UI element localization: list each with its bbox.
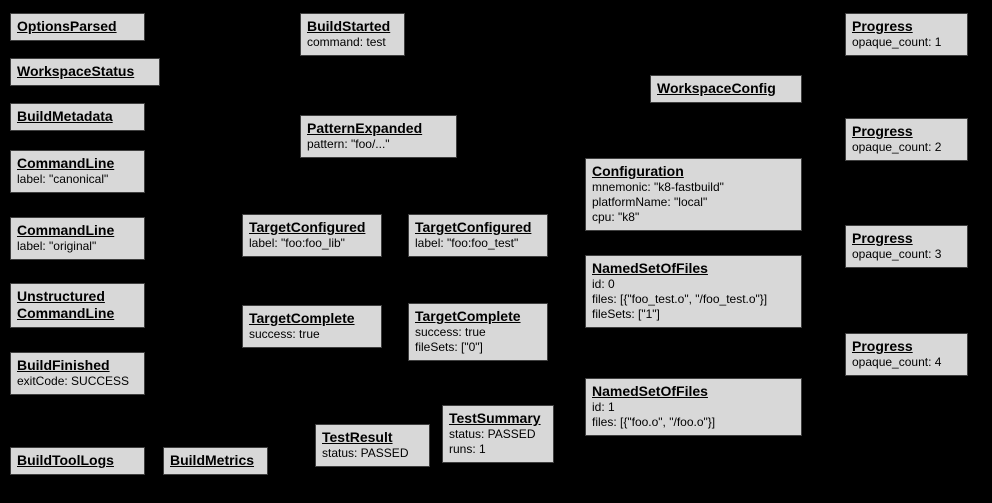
- event-detail: label: "original": [17, 239, 97, 253]
- event-title: BuildToolLogs: [17, 452, 114, 468]
- build-metadata: BuildMetadata: [10, 103, 145, 131]
- event-title: CommandLine: [17, 222, 115, 238]
- event-title: BuildStarted: [307, 18, 391, 34]
- event-detail: files: [{"foo_test.o", "/foo_test.o"}]: [592, 292, 768, 306]
- event-title: NamedSetOfFiles: [592, 383, 708, 399]
- event-detail: exitCode: SUCCESS: [17, 374, 130, 388]
- build-tool-logs: BuildToolLogs: [10, 447, 145, 475]
- event-detail: opaque_count: 2: [852, 140, 942, 154]
- event-title: WorkspaceStatus: [17, 63, 135, 79]
- event-detail: opaque_count: 4: [852, 355, 942, 369]
- event-title: TargetComplete: [249, 310, 355, 326]
- event-title: CommandLine: [17, 305, 115, 321]
- event-title: TargetConfigured: [249, 219, 366, 235]
- event-title: TargetConfigured: [415, 219, 532, 235]
- event-title: BuildFinished: [17, 357, 110, 373]
- event-detail: platformName: "local": [592, 195, 708, 209]
- event-detail: label: "canonical": [17, 172, 109, 186]
- event-detail: id: 1: [592, 400, 615, 414]
- event-detail: opaque_count: 1: [852, 35, 942, 49]
- event-title: Unstructured: [17, 288, 105, 304]
- event-title: Progress: [852, 18, 913, 34]
- event-title: Configuration: [592, 163, 684, 179]
- workspace-config: WorkspaceConfig: [650, 75, 802, 103]
- event-title: OptionsParsed: [17, 18, 117, 34]
- event-detail: runs: 1: [449, 442, 486, 456]
- build-metrics: BuildMetrics: [163, 447, 268, 475]
- event-detail: id: 0: [592, 277, 615, 291]
- event-title: Progress: [852, 230, 913, 246]
- event-title: TestResult: [322, 429, 393, 445]
- event-title: BuildMetrics: [170, 452, 255, 468]
- event-detail: opaque_count: 3: [852, 247, 942, 261]
- event-detail: cpu: "k8": [592, 210, 640, 224]
- event-title: TargetComplete: [415, 308, 521, 324]
- event-detail: files: [{"foo.o", "/foo.o"}]: [592, 415, 716, 429]
- event-detail: fileSets: ["1"]: [592, 307, 660, 321]
- event-title: CommandLine: [17, 155, 115, 171]
- event-detail: status: PASSED: [322, 446, 409, 460]
- options-parsed: OptionsParsed: [10, 13, 145, 41]
- event-detail: fileSets: ["0"]: [415, 340, 483, 354]
- event-detail: success: true: [249, 327, 320, 341]
- event-title: NamedSetOfFiles: [592, 260, 708, 276]
- event-detail: pattern: "foo/...": [307, 137, 390, 151]
- event-detail: label: "foo:foo_test": [415, 236, 519, 250]
- event-title: PatternExpanded: [307, 120, 423, 136]
- event-detail: status: PASSED: [449, 427, 536, 441]
- event-title: BuildMetadata: [17, 108, 113, 124]
- event-title: Progress: [852, 338, 913, 354]
- event-detail: command: test: [307, 35, 386, 49]
- event-title: Progress: [852, 123, 913, 139]
- event-detail: mnemonic: "k8-fastbuild": [592, 180, 724, 194]
- event-title: WorkspaceConfig: [657, 80, 776, 96]
- event-title: TestSummary: [449, 410, 541, 426]
- event-detail: success: true: [415, 325, 486, 339]
- event-detail: label: "foo:foo_lib": [249, 236, 345, 250]
- workspace-status: WorkspaceStatus: [10, 58, 160, 86]
